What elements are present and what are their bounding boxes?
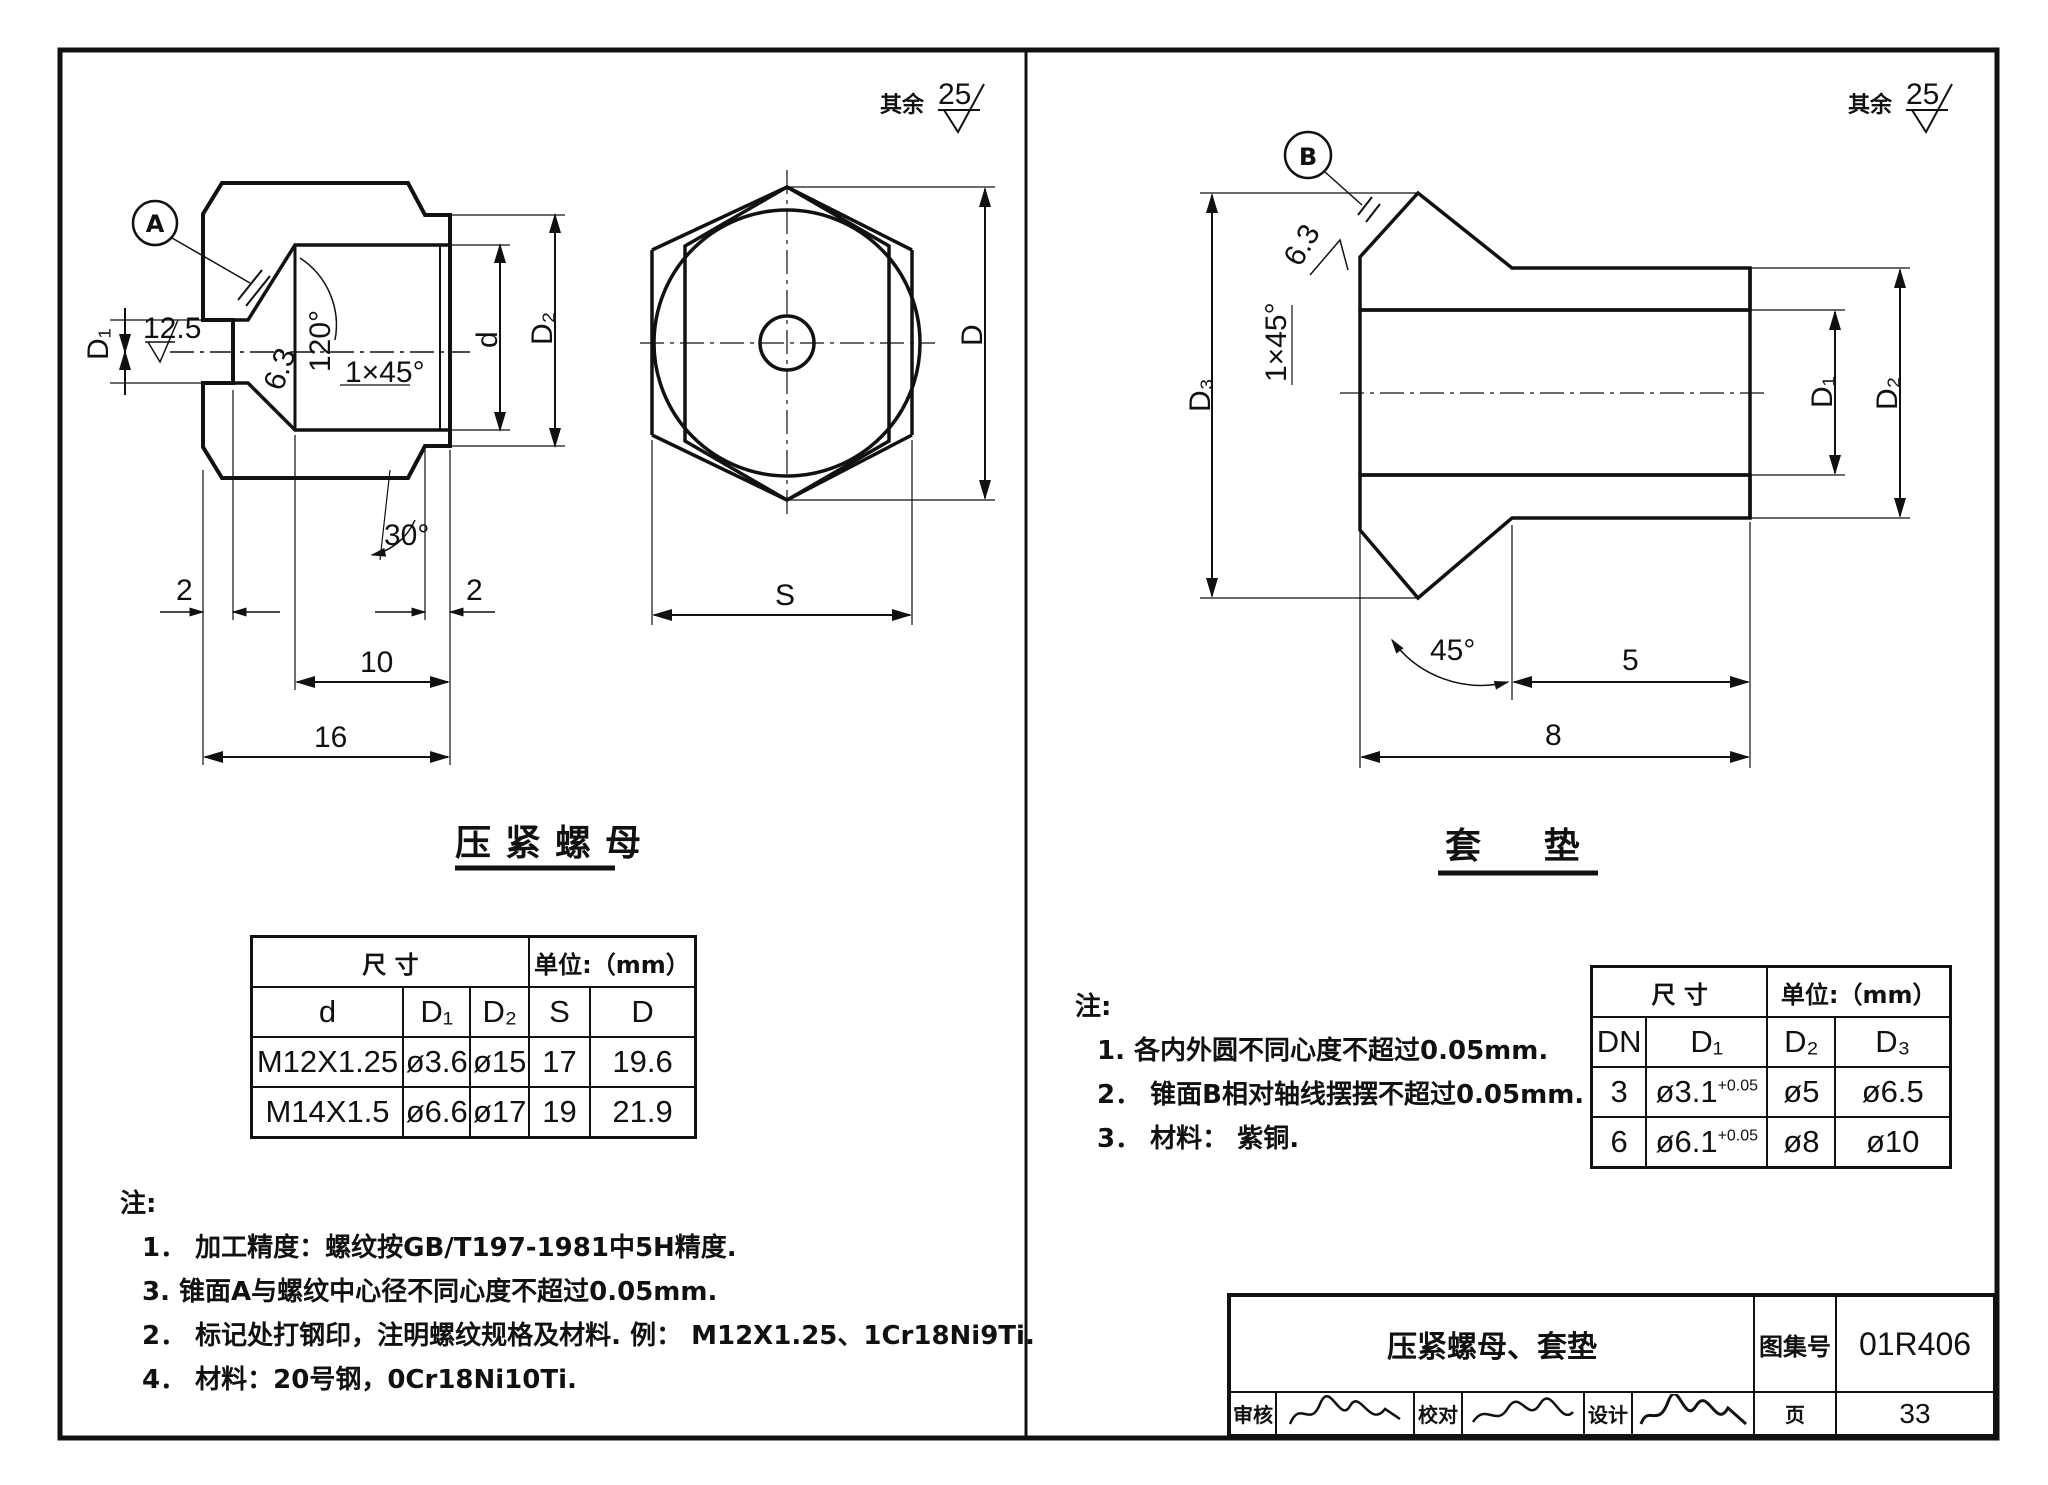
note-item: 3． 材料： 紫铜. bbox=[1097, 1124, 1300, 1154]
table-header-row: d D₁ D₂ S D bbox=[250, 986, 697, 1038]
table-cell: 19.6 bbox=[589, 1036, 697, 1088]
washer-notes: 注: 1. 各内外圆不同心度不超过0.05mm. 2． 锥面B相对轴线摆摆不超过… bbox=[1075, 985, 1584, 1161]
table-cell: ø3.1+0.05 bbox=[1645, 1066, 1769, 1118]
table-cell: 3 bbox=[1590, 1066, 1648, 1118]
table-col: D₂ bbox=[1766, 1016, 1837, 1068]
design-label: 设计 bbox=[1583, 1391, 1633, 1438]
page-number: 33 bbox=[1835, 1391, 1997, 1438]
washer-title: 套 垫 bbox=[1445, 826, 1580, 867]
dim-angle-45: 45° bbox=[1430, 634, 1475, 667]
table-header-unit: 单位:（mm） bbox=[527, 935, 697, 988]
note-item: 3. 锥面A与螺纹中心径不同心度不超过0.05mm. bbox=[142, 1277, 718, 1307]
svg-text:A: A bbox=[146, 210, 165, 238]
dim-angle-30: 30° bbox=[384, 519, 429, 552]
washer-dimension-table: 尺 寸 单位:（mm） DN D₁ D₂ D₃ 3 ø3.1+0.05 ø5 ø… bbox=[1590, 965, 1952, 1169]
sheet-border bbox=[57, 47, 2000, 1441]
table-row: M12X1.25 ø3.6 ø15 17 19.6 bbox=[250, 1036, 697, 1088]
dim-d-outer: D bbox=[956, 324, 989, 346]
table-cell: M12X1.25 bbox=[250, 1036, 405, 1088]
table-col: S bbox=[527, 986, 592, 1038]
nut-end-view bbox=[640, 170, 935, 520]
table-row: 6 ø6.1+0.05 ø8 ø10 bbox=[1590, 1116, 1952, 1169]
table-cell: 17 bbox=[527, 1036, 592, 1088]
table-header-size: 尺 寸 bbox=[250, 935, 530, 988]
svg-text:25: 25 bbox=[938, 78, 971, 111]
svg-text:其余: 其余 bbox=[880, 92, 925, 118]
table-col: D₁ bbox=[1645, 1016, 1769, 1068]
dim-length-8: 8 bbox=[1545, 719, 1562, 752]
table-cell: ø15 bbox=[469, 1036, 530, 1088]
notes-label: 注: bbox=[1075, 992, 1112, 1022]
dim-length-16: 16 bbox=[314, 721, 347, 754]
table-header-row: DN D₁ D₂ D₃ bbox=[1590, 1016, 1952, 1068]
table-row: 3 ø3.1+0.05 ø5 ø6.5 bbox=[1590, 1066, 1952, 1118]
note-item: 2． 锥面B相对轴线摆摆不超过0.05mm. bbox=[1097, 1080, 1585, 1110]
table-cell: M14X1.5 bbox=[250, 1086, 405, 1139]
nut-section-view bbox=[170, 181, 470, 480]
dim-chamfer-left: 1×45° bbox=[345, 356, 425, 389]
check-signature bbox=[1461, 1391, 1585, 1438]
note-item: 1. 各内外圆不同心度不超过0.05mm. bbox=[1097, 1036, 1549, 1066]
callout-a: A bbox=[131, 199, 251, 284]
table-cell: ø10 bbox=[1834, 1116, 1952, 1169]
review-label: 审核 bbox=[1227, 1391, 1277, 1438]
table-cell: ø6.5 bbox=[1834, 1066, 1952, 1118]
roughness-note-right: 其余 25 bbox=[1848, 78, 1953, 134]
table-cell: ø3.6 bbox=[402, 1036, 472, 1088]
table-cell: 21.9 bbox=[589, 1086, 697, 1139]
review-signature bbox=[1275, 1391, 1415, 1438]
table-cell: ø6.6 bbox=[402, 1086, 472, 1139]
roughness-note-left: 其余 25 bbox=[880, 78, 985, 134]
note-item: 4． 材料：20号钢，0Cr18Ni10Ti. bbox=[142, 1365, 577, 1395]
table-cell: ø5 bbox=[1766, 1066, 1837, 1118]
svg-text:其余: 其余 bbox=[1848, 92, 1893, 118]
dim-chamfer-right: 1×45° bbox=[1260, 302, 1293, 382]
design-signature bbox=[1631, 1391, 1755, 1438]
table-cell: 19 bbox=[527, 1086, 592, 1139]
nut-dimension-table: 尺 寸 单位:（mm） d D₁ D₂ S D M12X1.25 ø3.6 ø1… bbox=[250, 935, 697, 1139]
table-cell: ø6.1+0.05 bbox=[1645, 1116, 1769, 1169]
table-cell: ø8 bbox=[1766, 1116, 1837, 1169]
table-row: M14X1.5 ø6.6 ø17 19 21.9 bbox=[250, 1086, 697, 1139]
dim-width-right: 2 bbox=[466, 574, 483, 607]
dim-cone-angle: 120° bbox=[304, 310, 337, 372]
table-col: d bbox=[250, 986, 405, 1038]
dim-d2-right: D₂ bbox=[1871, 377, 1904, 410]
table-cell: 6 bbox=[1590, 1116, 1648, 1169]
callout-b: B bbox=[1283, 130, 1363, 206]
atlas-number: 01R406 bbox=[1835, 1293, 1997, 1393]
svg-text:B: B bbox=[1299, 143, 1317, 171]
table-col: D₁ bbox=[402, 986, 472, 1038]
atlas-label: 图集号 bbox=[1753, 1293, 1837, 1393]
table-col: D₃ bbox=[1834, 1016, 1952, 1068]
check-label: 校对 bbox=[1413, 1391, 1463, 1438]
table-header-size: 尺 寸 bbox=[1590, 965, 1769, 1018]
dim-s: S bbox=[775, 579, 795, 612]
dim-length-5: 5 bbox=[1622, 644, 1639, 677]
svg-text:25: 25 bbox=[1906, 78, 1939, 111]
nut-notes: 注: 1． 加工精度：螺纹按GB/T197-1981中5H精度. 3. 锥面A与… bbox=[120, 1182, 1035, 1402]
roughness-bore: 12.5 bbox=[143, 312, 201, 345]
drawing-title: 压紧螺母、套垫 bbox=[1227, 1293, 1755, 1393]
dim-length-10: 10 bbox=[360, 646, 393, 679]
nut-title: 压紧螺母 bbox=[455, 823, 655, 864]
note-item: 2． 标记处打钢印，注明螺纹规格及材料. 例： M12X1.25、1Cr18Ni… bbox=[142, 1321, 1035, 1351]
dim-d3: D₃ bbox=[1184, 378, 1217, 412]
notes-label: 注: bbox=[120, 1189, 157, 1219]
title-block: 压紧螺母、套垫 图集号 01R406 审核 校对 设计 页 33 bbox=[1227, 1293, 1997, 1438]
table-cell: ø17 bbox=[469, 1086, 530, 1139]
table-col: D₂ bbox=[469, 986, 530, 1038]
dim-d: d bbox=[471, 331, 504, 348]
dim-d1-right: D₁ bbox=[1806, 376, 1839, 408]
dim-d2-left: D₂ bbox=[526, 312, 559, 345]
dim-d1-left: D₁ bbox=[82, 328, 115, 360]
table-col: DN bbox=[1590, 1016, 1648, 1068]
washer-section-view bbox=[1340, 190, 1770, 601]
page-label: 页 bbox=[1753, 1391, 1837, 1438]
table-header-unit: 单位:（mm） bbox=[1766, 965, 1952, 1018]
note-item: 1． 加工精度：螺纹按GB/T197-1981中5H精度. bbox=[142, 1233, 737, 1263]
table-col: D bbox=[589, 986, 697, 1038]
dim-width-left: 2 bbox=[176, 574, 193, 607]
